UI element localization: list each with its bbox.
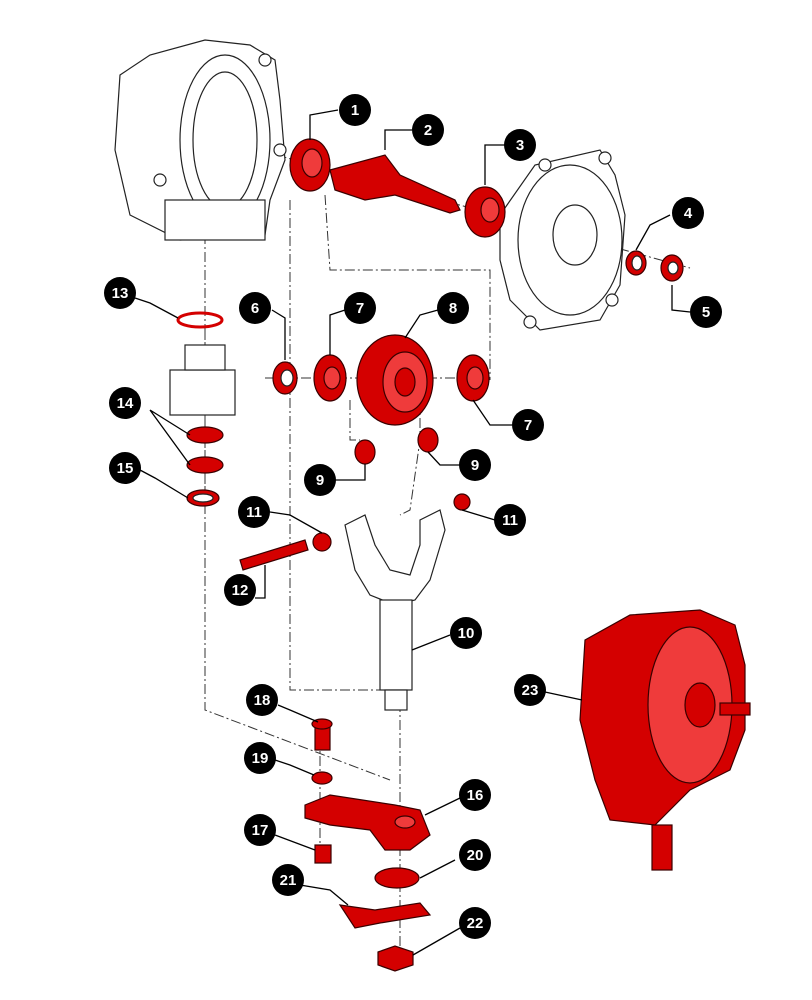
part-7-bearing-left: [313, 354, 347, 402]
callout-22: 22: [459, 907, 491, 939]
callout-12: 12: [224, 574, 256, 606]
part-13-oring: [176, 311, 224, 329]
callout-10: 10: [450, 617, 482, 649]
svg-text:3: 3: [516, 137, 524, 154]
part-15-ring: [186, 489, 220, 507]
callout-4: 4: [672, 197, 704, 229]
svg-text:17: 17: [252, 822, 269, 839]
callout-1: 1: [339, 94, 371, 126]
part-22-nut: [377, 945, 414, 972]
part-11-bushing-right: [453, 493, 471, 511]
part-4-seal: [625, 250, 647, 276]
svg-text:11: 11: [246, 504, 262, 521]
part-6-nut: [272, 361, 298, 395]
svg-text:16: 16: [467, 787, 484, 804]
callout-11-left: 11: [238, 496, 270, 528]
svg-text:15: 15: [117, 460, 134, 477]
callout-7-top: 7: [344, 292, 376, 324]
svg-text:14: 14: [117, 395, 134, 412]
callout-13: 13: [104, 277, 136, 309]
part-8-gear: [356, 334, 434, 426]
svg-text:4: 4: [684, 205, 693, 222]
part-9-bushing-left: [354, 439, 376, 465]
svg-text:6: 6: [251, 300, 259, 317]
svg-text:20: 20: [467, 847, 484, 864]
callout-7-bottom: 7: [512, 409, 544, 441]
callout-2: 2: [412, 114, 444, 146]
svg-text:8: 8: [449, 300, 457, 317]
part-20-washer: [374, 867, 420, 889]
svg-text:21: 21: [280, 872, 297, 889]
svg-text:10: 10: [458, 625, 475, 642]
part-21-plate: [338, 902, 432, 929]
svg-text:22: 22: [467, 915, 484, 932]
part-12-pin: [239, 539, 309, 571]
callout-18: 18: [246, 684, 278, 716]
cover-plate: [499, 149, 626, 331]
callout-14: 14: [109, 387, 141, 419]
svg-text:7: 7: [356, 300, 364, 317]
svg-text:9: 9: [471, 457, 479, 474]
callout-19: 19: [244, 742, 276, 774]
callout-16: 16: [459, 779, 491, 811]
part-5-nut: [660, 254, 684, 282]
svg-text:9: 9: [316, 472, 324, 489]
callout-8: 8: [437, 292, 469, 324]
part-14-bearings: [186, 426, 224, 474]
part-1-bearing: [289, 138, 331, 192]
part-16-lever: [304, 794, 431, 851]
callout-11-right: 11: [494, 504, 526, 536]
svg-text:2: 2: [424, 122, 432, 139]
callout-9-left: 9: [304, 464, 336, 496]
part-17-bushing: [314, 844, 332, 864]
gearbox-housing: [114, 39, 287, 241]
part-9-bushing-right: [417, 427, 439, 453]
callout-20: 20: [459, 839, 491, 871]
callout-6: 6: [239, 292, 271, 324]
svg-text:1: 1: [351, 102, 359, 119]
svg-text:5: 5: [702, 304, 710, 321]
part-18-bolt: [311, 718, 333, 751]
part-23-assembled-gearbox: [579, 609, 751, 871]
svg-text:7: 7: [524, 417, 532, 434]
part-7-bearing-right: [456, 354, 490, 402]
svg-text:13: 13: [112, 285, 129, 302]
svg-text:12: 12: [232, 582, 249, 599]
leader-lines: [134, 109, 691, 956]
svg-text:23: 23: [522, 682, 539, 699]
part-10-fork-shaft: [344, 509, 446, 711]
callout-23: 23: [514, 674, 546, 706]
callout-17: 17: [244, 814, 276, 846]
callout-9-right: 9: [459, 449, 491, 481]
part-3-bearing: [464, 186, 506, 238]
part-19-washer: [311, 771, 333, 785]
part-11-bushing-left: [312, 532, 332, 552]
callout-21: 21: [272, 864, 304, 896]
callout-5: 5: [690, 296, 722, 328]
svg-text:18: 18: [254, 692, 271, 709]
part-2-shaft: [329, 154, 461, 214]
callout-3: 3: [504, 129, 536, 161]
bearing-housing: [169, 344, 236, 416]
callout-15: 15: [109, 452, 141, 484]
svg-text:19: 19: [252, 750, 269, 767]
svg-text:11: 11: [502, 512, 518, 529]
